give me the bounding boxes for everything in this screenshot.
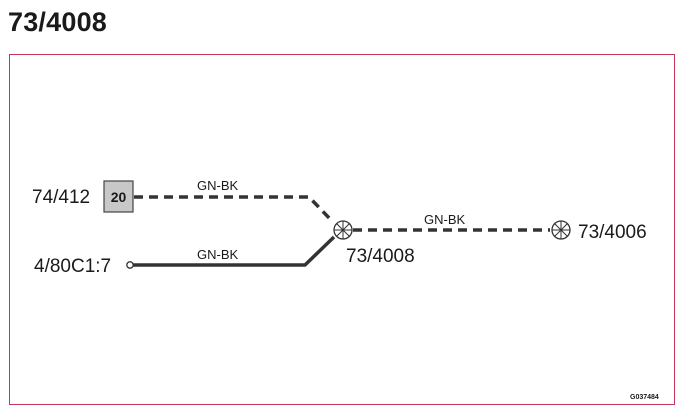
connector-pin-label: 20 xyxy=(111,189,127,205)
wire-lower-label: GN-BK xyxy=(197,247,239,262)
splice-73-4006-label: 73/4006 xyxy=(578,222,647,243)
connector-74-412[interactable]: 20 xyxy=(103,180,134,213)
wire-upper-label: GN-BK xyxy=(197,178,239,193)
wire-upper[interactable] xyxy=(134,195,335,224)
terminal-dot-icon[interactable] xyxy=(126,261,134,269)
wire-lower[interactable] xyxy=(133,235,336,267)
diagram-frame xyxy=(9,54,675,405)
terminal-4-80c1-7-label: 4/80C1:7 xyxy=(34,256,111,277)
splice-circle-icon[interactable] xyxy=(551,220,571,240)
splice-73-4008-label: 73/4008 xyxy=(346,246,415,267)
connector-74-412-label: 74/412 xyxy=(32,187,90,208)
splice-circle-icon[interactable] xyxy=(333,220,353,240)
wire-right-label: GN-BK xyxy=(424,212,466,227)
page-title: 73/4008 xyxy=(8,7,107,37)
connector-box xyxy=(103,180,134,213)
reference-code: G037484 xyxy=(630,394,659,401)
